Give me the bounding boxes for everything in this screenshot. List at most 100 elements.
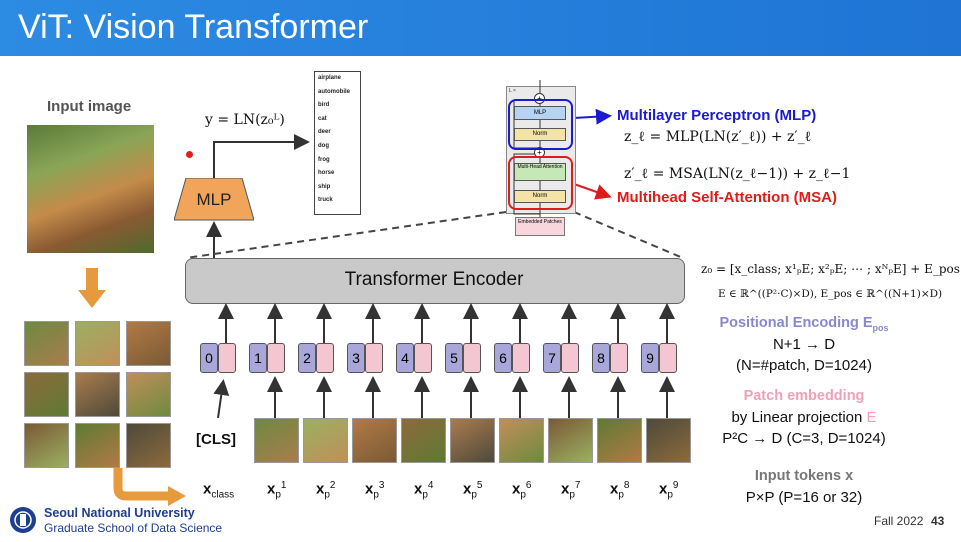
x-label: xp2 — [316, 480, 335, 500]
x-label: xp9 — [659, 480, 678, 500]
pos-enc-sub: pos — [872, 322, 889, 333]
x-label: xclass — [203, 480, 235, 501]
token-position-number: 9 — [641, 343, 659, 373]
pointer-dot — [186, 151, 193, 158]
image-patch — [24, 321, 69, 366]
x-label-base: x — [610, 480, 619, 498]
x-label-sub: p — [667, 489, 673, 501]
patch-thumbnail — [646, 418, 691, 463]
footer-term: Fall 2022 — [874, 514, 924, 528]
x-label-base: x — [203, 480, 212, 498]
x-label-sub: class — [211, 489, 235, 501]
page-number: 43 — [931, 514, 945, 528]
linear-projection: by Linear projection E — [700, 409, 908, 426]
x-label-sup: 5 — [476, 480, 483, 491]
x-label: xp3 — [365, 480, 384, 500]
x-label-sub: p — [618, 489, 624, 501]
x-label-sub: p — [275, 489, 281, 501]
x-label-sub: p — [324, 489, 330, 501]
mlp-annotation-equation: z_ℓ = MLP(LN(z′_ℓ)) + z′_ℓ — [624, 129, 812, 145]
pos-enc-title: Positional Encoding Epos — [700, 315, 908, 333]
patch-thumbnail — [352, 418, 397, 463]
image-patch — [126, 423, 171, 468]
token-embedding — [561, 343, 579, 373]
token-position-number: 2 — [298, 343, 316, 373]
down-arrow-icon — [78, 268, 106, 308]
class-item: horse — [318, 170, 335, 177]
pos-enc-title-text: Positional Encoding E — [719, 315, 873, 331]
x-label-base: x — [365, 480, 374, 498]
x-label-sub: p — [422, 489, 428, 501]
patch-thumbnail — [548, 418, 593, 463]
token-position-number: 1 — [249, 343, 267, 373]
patch-thumbnail — [450, 418, 495, 463]
block-norm-bottom: Norm — [514, 190, 566, 203]
patch-thumbnail — [254, 418, 299, 463]
patch-thumbnail — [303, 418, 348, 463]
input-tokens-title: Input tokens x — [754, 468, 854, 484]
linear-projection-e: E — [866, 409, 877, 426]
title-bar — [0, 0, 961, 56]
image-patch — [75, 321, 120, 366]
logo-line2: Graduate School of Data Science — [44, 521, 223, 535]
x-label-sup: 9 — [672, 480, 679, 491]
bent-arrow-icon — [113, 468, 186, 506]
z0-equation: z₀ = [x_class; x¹ₚE; x²ₚE; ⋯ ; xᴺₚE] + E… — [701, 262, 960, 276]
token-embedding — [414, 343, 432, 373]
logo-line1: Seoul National University — [44, 506, 195, 520]
class-item: cat — [318, 115, 327, 122]
mlp-highlight — [508, 99, 573, 150]
x-label: xp6 — [512, 480, 531, 500]
residual-plus-top: + — [534, 93, 545, 104]
class-item: deer — [318, 129, 331, 136]
image-patch — [126, 372, 171, 417]
token-position-number: 3 — [347, 343, 365, 373]
class-item: dog — [318, 142, 329, 149]
x-label-sup: 3 — [378, 480, 385, 491]
x-label-base: x — [414, 480, 423, 498]
linear-projection-text: by Linear projection — [731, 409, 863, 426]
n-definition: (N=#patch, D=1024) — [736, 357, 872, 374]
token-embedding — [365, 343, 383, 373]
x-label-base: x — [463, 480, 472, 498]
x-label-base: x — [561, 480, 570, 498]
x-label-base: x — [267, 480, 276, 498]
x-label-sup: 6 — [525, 480, 532, 491]
patch-thumbnail — [401, 418, 446, 463]
x-label-sub: p — [569, 489, 575, 501]
input-image — [27, 125, 154, 253]
token-position-number: 0 — [200, 343, 218, 373]
class-item: frog — [318, 156, 330, 163]
x-label-sup: 1 — [280, 480, 287, 491]
x-label-sup: 7 — [574, 480, 581, 491]
token-embedding — [316, 343, 334, 373]
block-norm-top: Norm — [514, 128, 566, 141]
class-item: truck — [318, 197, 333, 204]
token-position-number: 6 — [494, 343, 512, 373]
image-patch — [24, 423, 69, 468]
mlp-annotation-title: Multilayer Perceptron (MLP) — [617, 107, 817, 124]
image-patch — [75, 372, 120, 417]
x-label: xp4 — [414, 480, 433, 500]
token-embedding — [512, 343, 530, 373]
x-label-base: x — [659, 480, 668, 498]
transformer-encoder — [185, 258, 685, 304]
x-label-sub: p — [471, 489, 477, 501]
x-label-sub: p — [520, 489, 526, 501]
cls-label: [CLS] — [196, 431, 236, 448]
block-embedded-patches: Embedded Patches — [515, 217, 565, 236]
image-patch — [24, 372, 69, 417]
token-embedding — [267, 343, 285, 373]
n-to-d: N+1 → D — [772, 336, 836, 353]
patch-thumbnail — [597, 418, 642, 463]
x-label: xp8 — [610, 480, 629, 500]
patch-grid — [24, 321, 171, 468]
x-label-sup: 2 — [329, 480, 336, 491]
x-label: xp5 — [463, 480, 482, 500]
x-label-sup: 4 — [427, 480, 434, 491]
token-position-number: 5 — [445, 343, 463, 373]
x-label: xp7 — [561, 480, 580, 500]
patch-emb-title: Patch embedding — [743, 388, 865, 404]
